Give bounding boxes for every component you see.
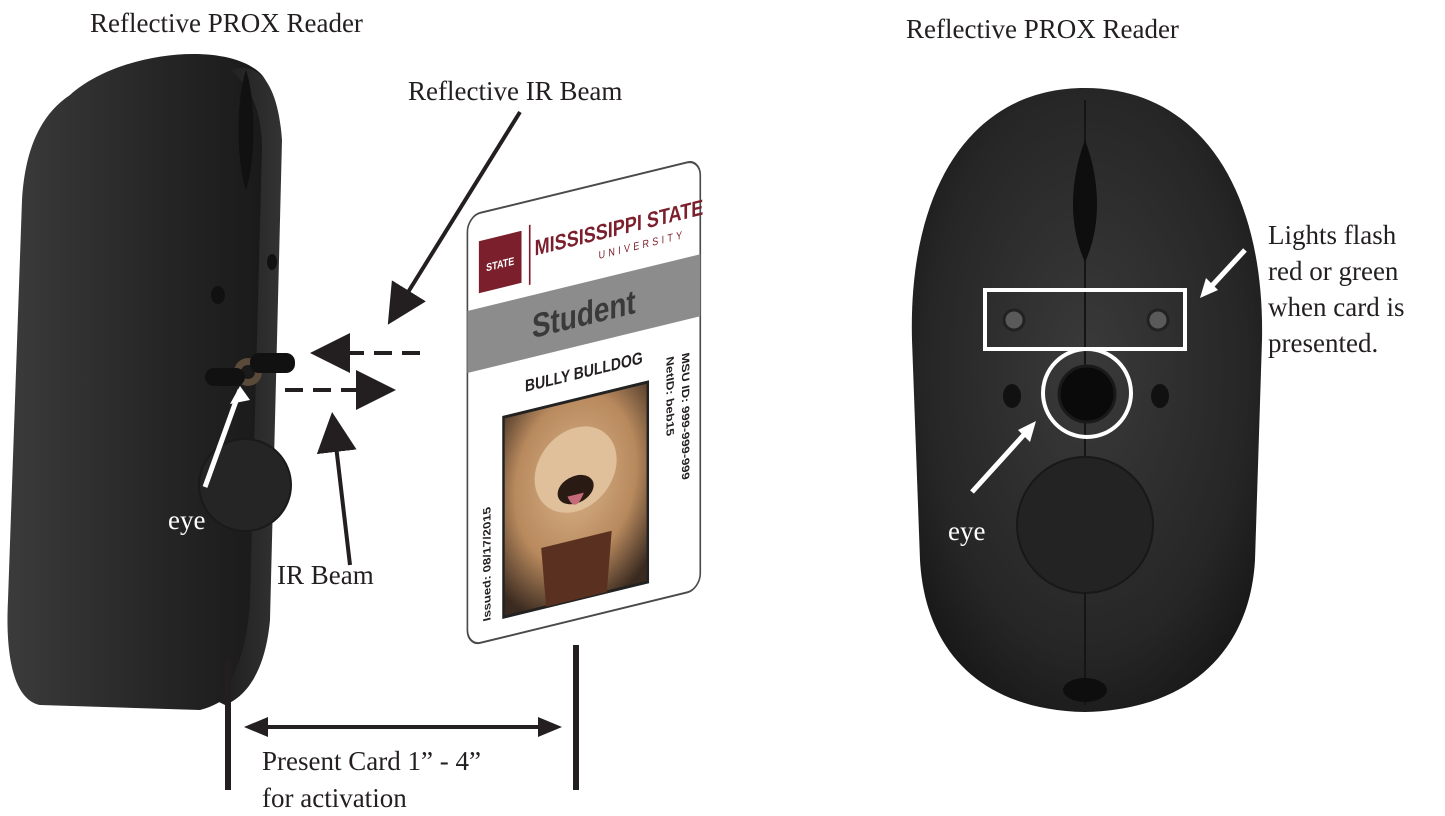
ir-beam-label: IR Beam (277, 560, 374, 590)
left-title: Reflective PROX Reader (90, 8, 363, 38)
lights-line3: when card is (1268, 292, 1405, 322)
card-netid: NetID: beb15 (664, 355, 676, 438)
lights-line1: Lights flash (1268, 220, 1397, 250)
distance-arrow-right-head (538, 717, 562, 737)
eye-pointer-left-head (230, 386, 250, 404)
reader-front-view (911, 88, 1263, 712)
reflective-ir-beam-label: Reflective IR Beam (408, 76, 623, 106)
eye-pointer-left (202, 389, 243, 488)
eye-label-right: eye (948, 516, 986, 546)
eye-pointer-right-head (1018, 421, 1036, 442)
present-card-line2: for activation (262, 783, 407, 813)
ir-beam-pointer (316, 412, 357, 566)
eye-highlight-circle (1041, 347, 1133, 439)
id-card: STATE MISSISSIPPI STATE UNIVERSITY Stude… (466, 161, 703, 645)
reader-side-view (7, 53, 295, 710)
card-issued: Issued: 08/17/2015 (481, 505, 493, 622)
reflective-beam-pointer (387, 110, 522, 325)
lights-line4: presented. (1268, 328, 1379, 358)
distance-arrow-left-head (244, 717, 268, 737)
card-msu-id: MSU ID: 999-999-999 (680, 351, 692, 481)
eye-pointer-right (970, 426, 1032, 494)
lights-pointer-head (1200, 278, 1218, 298)
present-card-line1: Present Card 1” - 4” (262, 746, 481, 776)
lights-pointer (1206, 248, 1247, 292)
eye-label-left: eye (168, 505, 206, 535)
lights-line2: red or green (1268, 256, 1399, 286)
msu-logo-icon (478, 230, 522, 294)
right-title: Reflective PROX Reader (906, 14, 1179, 44)
